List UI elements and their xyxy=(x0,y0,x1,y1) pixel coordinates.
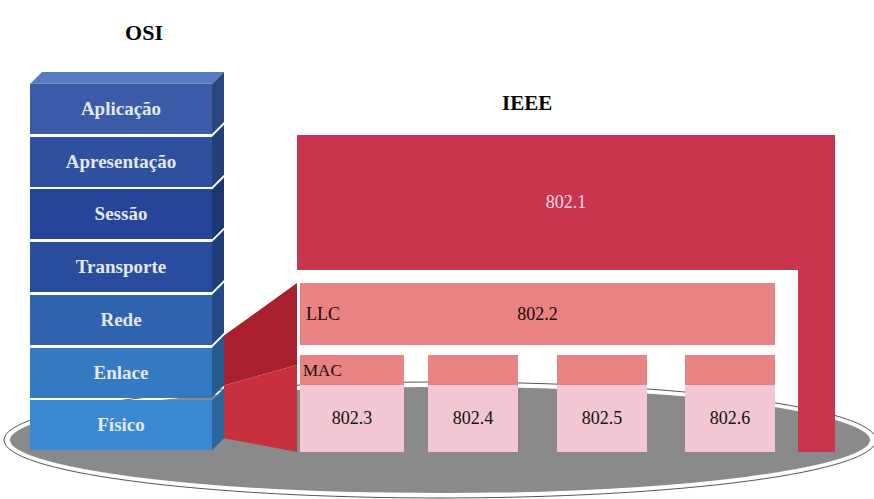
region-fill xyxy=(297,135,835,452)
mac-standard-box: 802.5 xyxy=(557,355,647,452)
sublayer-name: MAC xyxy=(303,361,342,381)
standard-number: 802.4 xyxy=(453,408,494,429)
layer-name: Apresentação xyxy=(66,151,176,173)
osi-layer: Rede xyxy=(30,295,212,345)
layer-name: Transporte xyxy=(76,256,166,278)
stack-heading: OSI xyxy=(30,20,258,45)
osi-stack: AplicaçãoApresentaçãoSessãoTransporteRed… xyxy=(30,20,230,452)
standard-number: 802.1 xyxy=(546,192,587,213)
layer-name: Aplicação xyxy=(81,98,161,120)
osi-layer: Transporte xyxy=(30,242,212,292)
layer-side-face xyxy=(212,230,224,292)
layer-side-face xyxy=(212,283,224,345)
layer-name: Enlace xyxy=(94,362,149,384)
osi-layer: Apresentação xyxy=(30,137,212,187)
layer-side-face xyxy=(212,177,224,239)
osi-layer: Aplicação xyxy=(30,84,212,134)
layer-side-face xyxy=(212,125,224,187)
layer-side-face xyxy=(212,72,224,134)
osi-layer: Sessão xyxy=(30,189,212,239)
layer-name: Rede xyxy=(100,309,141,331)
mac-standard-box: 802.4 xyxy=(428,355,518,452)
layer-side-face xyxy=(212,388,224,450)
mac-standard-box: 802.6 xyxy=(685,355,775,452)
layer-name: Sessão xyxy=(95,203,148,225)
standard-number: 802.5 xyxy=(582,408,623,429)
mac-standard-box: MAC 802.3 xyxy=(300,355,404,452)
osi-layer: Enlace xyxy=(30,348,212,398)
standard-number: 802.3 xyxy=(332,408,373,429)
ieee-802-1-region: LLC802.2MAC802.3802.4802.5802.6IEEE802.1 xyxy=(297,135,835,452)
layer-name: Físico xyxy=(97,414,145,436)
region-heading: IEEE xyxy=(502,91,552,115)
standard-number: 802.2 xyxy=(517,304,558,325)
osi-layer: Físico xyxy=(30,400,212,450)
sublayer-name: LLC xyxy=(306,304,340,325)
llc-band: LLC 802.2 xyxy=(300,283,775,345)
layer-side-face xyxy=(212,336,224,398)
physical-wedge xyxy=(224,365,297,452)
stack-top-face xyxy=(30,72,224,84)
standard-number: 802.6 xyxy=(710,408,751,429)
